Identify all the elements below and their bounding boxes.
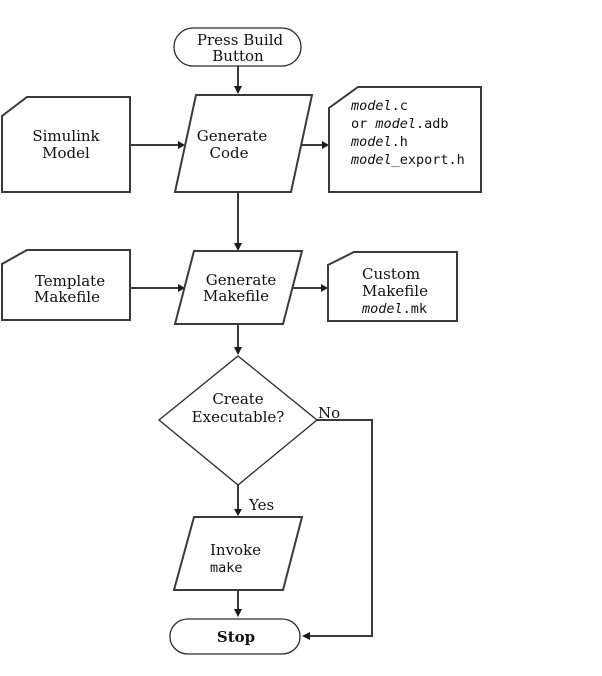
node-custom-code-a: model	[361, 301, 403, 317]
output-line-2-a: or	[351, 116, 375, 132]
arrowhead	[234, 243, 242, 251]
node-start-line-1: Press Build	[197, 31, 284, 49]
node-generate-code: Generate Code	[173, 94, 314, 193]
node-template-line-2: Makefile	[34, 288, 100, 306]
process-shape	[173, 250, 304, 325]
node-generate-code-line-2: Code	[210, 144, 249, 162]
output-line-4: model_export.h	[350, 152, 465, 168]
node-simulink-model: Simulink Model	[1, 96, 131, 193]
output-line-2-c: .adb	[416, 116, 449, 132]
node-code-output: model.c or model.adb model.h model_expor…	[328, 86, 482, 193]
node-custom-line-1: Custom	[362, 265, 420, 283]
arrowhead	[234, 347, 242, 355]
node-invoke-make: Invoke make	[172, 516, 304, 591]
document-shape	[1, 96, 131, 193]
decision-shape	[157, 355, 319, 486]
arrowhead	[321, 284, 328, 292]
edge-decision-to-stop	[308, 419, 373, 637]
output-line-4-b: _export.h	[392, 152, 465, 168]
process-shape	[173, 94, 314, 193]
document-shape	[327, 251, 458, 322]
arrowhead	[302, 632, 310, 640]
node-simulink-line-1: Simulink	[32, 127, 100, 145]
output-line-3: model.h	[350, 134, 408, 150]
output-line-1: model.c	[350, 98, 408, 114]
node-stop-label: Stop	[217, 628, 255, 646]
arrowhead	[178, 284, 185, 292]
output-line-1-a: model	[350, 98, 392, 114]
output-line-2-b: model	[374, 116, 416, 132]
node-invoke-code-line: make	[210, 560, 243, 576]
node-decision-line-1: Create	[212, 390, 263, 408]
arrowhead	[322, 141, 329, 149]
node-stop: Stop	[169, 618, 301, 655]
node-generate-code-line-1: Generate	[197, 127, 268, 145]
node-custom-code-line: model.mk	[361, 301, 427, 317]
node-simulink-line-2: Model	[42, 144, 90, 162]
arrowhead	[234, 509, 242, 516]
node-decision-line-2: Executable?	[192, 408, 285, 426]
document-shape	[328, 86, 482, 193]
node-template-makefile: Template Makefile	[1, 249, 131, 321]
terminator-shape	[173, 27, 302, 67]
arrowhead	[234, 609, 242, 617]
output-line-3-b: .h	[392, 134, 408, 150]
output-line-3-a: model	[350, 134, 392, 150]
output-line-4-a: model	[350, 152, 392, 168]
arrowhead	[178, 141, 185, 149]
output-line-2: or model.adb	[351, 116, 449, 132]
node-custom-code-b: .mk	[403, 301, 427, 317]
node-invoke-line-1: Invoke	[210, 541, 261, 559]
process-shape	[172, 516, 304, 591]
document-shape	[1, 249, 131, 321]
node-custom-makefile: Custom Makefile model.mk	[327, 251, 458, 322]
node-generate-makefile-line-2: Makefile	[203, 287, 269, 305]
terminator-shape	[169, 618, 301, 655]
node-start-line-2: Button	[212, 47, 264, 65]
node-generate-makefile-line-1: Generate	[206, 271, 277, 289]
node-custom-line-2: Makefile	[362, 282, 428, 300]
node-template-line-1: Template	[35, 272, 105, 290]
edge-label-no: No	[318, 404, 340, 422]
node-start: Press Build Button	[173, 27, 302, 67]
connectors	[130, 66, 373, 640]
arrowhead	[234, 86, 242, 94]
node-generate-makefile: Generate Makefile	[173, 250, 304, 325]
node-create-executable: Create Executable?	[157, 355, 319, 486]
edge-label-yes: Yes	[248, 496, 274, 514]
output-line-1-b: .c	[392, 98, 408, 114]
